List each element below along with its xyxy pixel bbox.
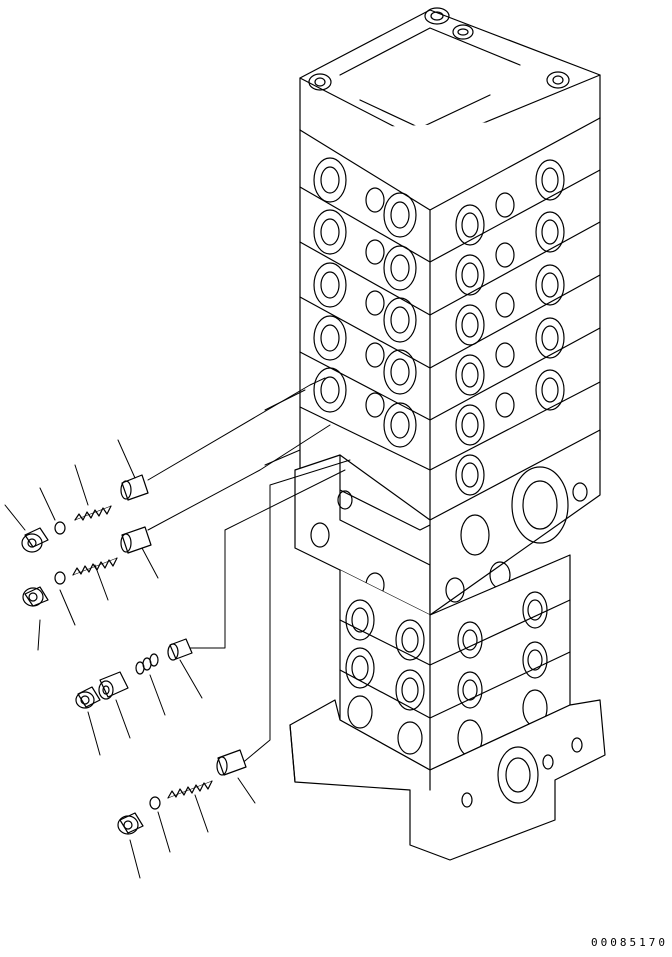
figure-reference-code: 00085170 [591,936,668,949]
spool-3 [168,639,192,660]
spring-2 [73,558,117,575]
spool-4 [217,750,246,775]
o-ring-2 [55,572,65,584]
spool-1 [121,475,148,500]
control-valve-assembly [290,8,605,860]
valve-sections-lower [340,555,570,770]
sleeve-3 [99,672,128,699]
leader-lines [148,378,350,765]
plug-3 [76,687,100,708]
valve-base-block [290,700,605,860]
valve-sections-upper [300,118,600,530]
o-ring-1 [55,522,65,534]
valve-end-plate [295,430,600,615]
o-ring-4 [150,797,160,809]
spring-4 [168,781,212,798]
cover-plug-2 [23,587,48,606]
cover-plug-1 [22,528,48,552]
cover-plug-4 [118,813,143,834]
callout-lines [5,440,255,878]
spacer-3 [136,654,158,674]
spring-1 [75,506,111,520]
spool-2 [121,527,151,553]
